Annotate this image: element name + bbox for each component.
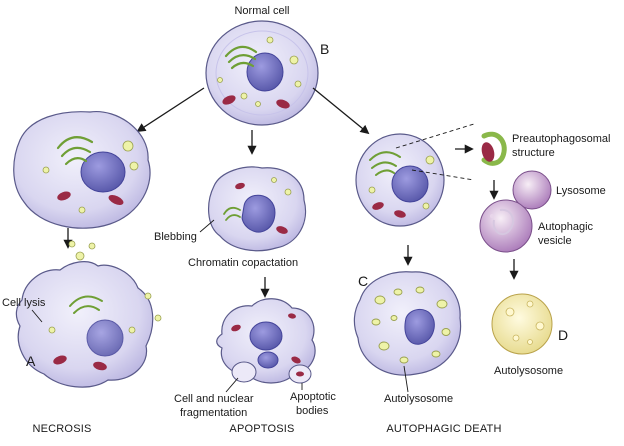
apoptosis-fragmented-cell <box>216 298 316 384</box>
autolysosome-d-label: Autolysosome <box>494 365 563 377</box>
apoptotic-label-line1: Apoptotic <box>290 391 336 403</box>
zoom-lines <box>395 123 475 181</box>
nucleus <box>86 319 124 357</box>
golgi-icon <box>369 151 401 176</box>
nucleus-fragment <box>249 321 283 351</box>
fragmentation-label-line1: Cell and nuclear <box>174 393 254 405</box>
label-d: D <box>558 327 568 343</box>
released-vesicles <box>48 240 162 334</box>
mitochondria-icon <box>57 191 124 205</box>
blebbing-label: Blebbing <box>154 231 197 243</box>
mitochondria-icon <box>53 355 107 371</box>
nucleus-fragment <box>257 351 279 369</box>
condensed-nucleus <box>241 194 276 233</box>
preautophagosomal-structure <box>481 131 507 166</box>
necrosis-lysed-cell <box>15 240 162 388</box>
autolysosome-c-label: Autolysosome <box>384 393 453 405</box>
nucleus <box>391 165 429 203</box>
autolysosome-vesicles <box>371 286 451 364</box>
cell-lysis-label-group: Cell lysis <box>2 297 46 323</box>
lysosome-label: Lysosome <box>556 185 606 197</box>
mitochondria-icon <box>235 182 288 234</box>
cell-lysis-label: Cell lysis <box>2 297 46 309</box>
blebbing-label-group: Blebbing <box>154 219 215 243</box>
autophagic-vesicle <box>479 199 533 253</box>
golgi-icon <box>223 206 241 221</box>
fragmentation-label-group: Cell and nuclear fragmentation <box>174 377 254 419</box>
mitochondria-icon <box>222 95 290 109</box>
preauto-label-line1: Preautophagosomal <box>512 133 610 145</box>
fragmentation-label-line2: fragmentation <box>180 407 247 419</box>
title-autophagic-death: AUTOPHAGIC DEATH <box>386 423 501 435</box>
golgi-icon <box>69 295 103 314</box>
label-c: C <box>358 273 368 289</box>
autolysosome-c-label-group: Autolysosome <box>384 365 453 405</box>
apoptotic-label-line2: bodies <box>296 405 329 417</box>
title-apoptosis: APOPTOSIS <box>229 423 294 435</box>
autophagy-cell <box>355 123 475 227</box>
mitochondria-icon <box>231 313 301 364</box>
apoptotic-bodies <box>231 361 312 384</box>
lysosome <box>512 170 552 210</box>
arrows <box>63 87 519 298</box>
nucleus <box>246 52 284 92</box>
label-b: B <box>320 41 329 57</box>
autolysosome-d <box>491 293 553 355</box>
nucleus <box>404 309 435 345</box>
nucleus <box>80 151 126 193</box>
apoptosis-blebbing-cell <box>208 166 307 252</box>
normal-cell <box>205 20 319 126</box>
golgi-icon <box>224 45 258 70</box>
apoptotic-bodies-label-group: Apoptotic bodies <box>290 383 336 417</box>
label-a: A <box>26 353 36 369</box>
vesicles <box>217 36 302 107</box>
necrosis-swollen-cell <box>13 111 151 229</box>
vesicles <box>42 140 139 214</box>
preauto-label-line2: structure <box>512 147 555 159</box>
normal-cell-label: Normal cell <box>234 5 289 17</box>
autophagic-label-line1: Autophagic <box>538 221 594 233</box>
autophagic-cell-c <box>353 271 462 376</box>
golgi-icon <box>56 136 94 166</box>
autophagic-label-line2: vesicle <box>538 235 572 247</box>
mitochondria-icon <box>372 202 406 218</box>
chromatin-label: Chromatin copactation <box>188 257 298 269</box>
title-necrosis: NECROSIS <box>32 423 91 435</box>
